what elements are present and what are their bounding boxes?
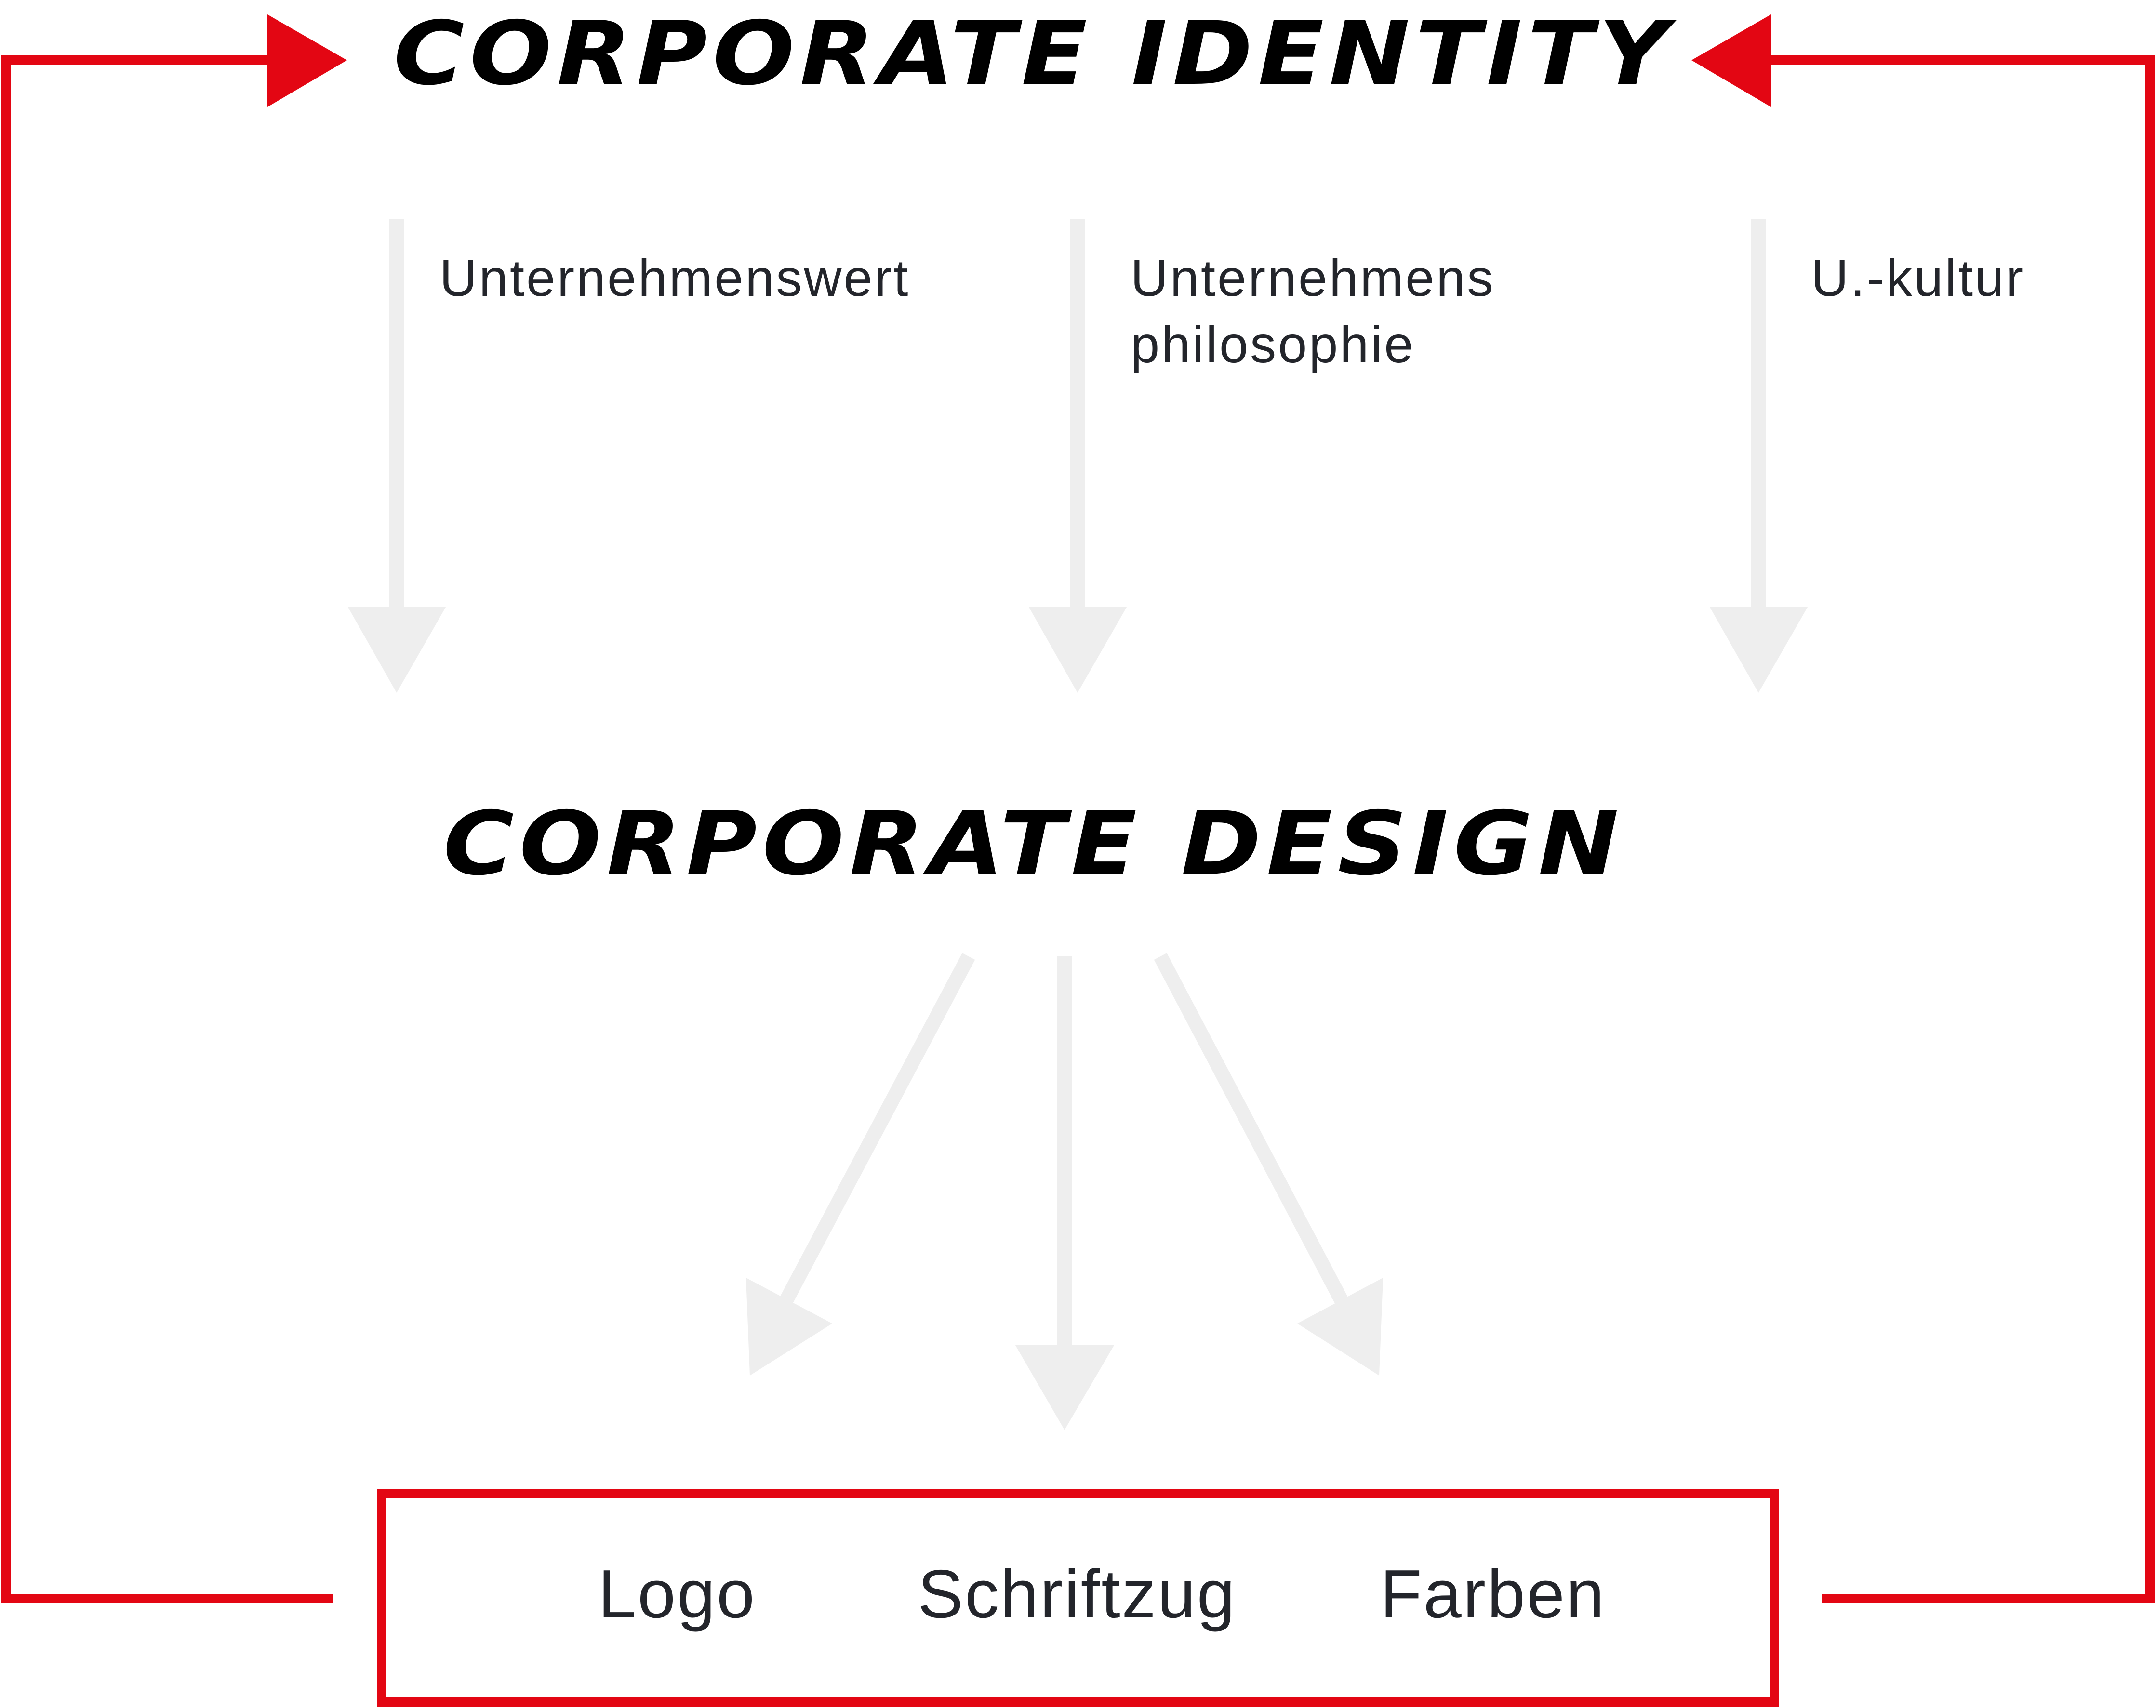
elements-box	[377, 1489, 1779, 1707]
influence-label-philosophie-line2: philosophie	[1131, 315, 1415, 373]
arrow-kultur-head	[1710, 607, 1808, 693]
corporate-identity-title: CORPORATE IDENTITY	[393, 2, 1674, 105]
arrow-logo-head	[746, 1278, 832, 1376]
arrow-farben-shaft	[1154, 953, 1356, 1319]
element-farben: Farben	[1380, 1556, 1606, 1632]
influence-label-kultur: U.-kultur	[1811, 249, 2025, 307]
feedback-line-left	[1, 55, 333, 1603]
influence-label-wert: Unternehmenswert	[439, 249, 910, 307]
arrow-philo-head	[1029, 607, 1127, 693]
element-logo: Logo	[598, 1556, 756, 1632]
influence-label-philosophie: Unternehmens philosophie	[1131, 245, 1495, 378]
arrow-farben-head	[1297, 1278, 1383, 1376]
arrow-logo-shaft	[772, 953, 975, 1319]
element-schriftzug: Schriftzug	[918, 1556, 1237, 1632]
arrow-wert-head	[348, 607, 446, 693]
feedback-arrowhead-left	[267, 14, 347, 107]
feedback-line-right	[1769, 55, 2155, 1603]
corporate-design-title: CORPORATE DESIGN	[443, 793, 1624, 895]
influence-label-philosophie-line1: Unternehmens	[1131, 249, 1495, 307]
arrow-schrift-head	[1015, 1345, 1114, 1430]
feedback-arrowhead-right	[1691, 14, 1771, 107]
